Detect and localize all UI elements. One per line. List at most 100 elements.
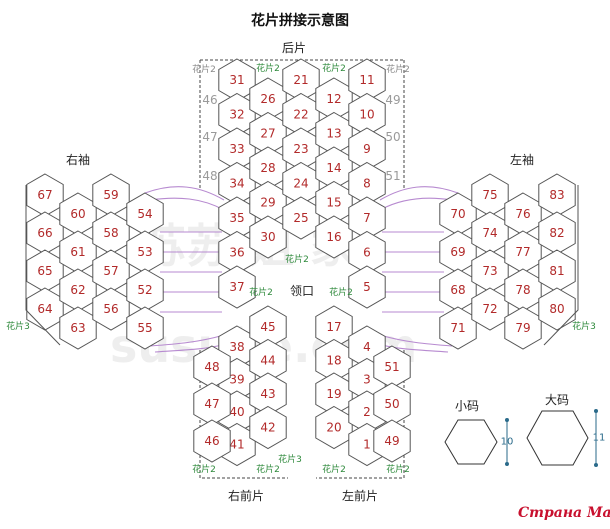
hex-number-rsleeve-55: 55 [137, 321, 152, 335]
hex-number-lfront-side-49: 49 [384, 434, 399, 448]
small-dim-value: 10 [501, 437, 514, 448]
hex-number-back-37: 37 [229, 280, 244, 294]
hex-number-rfront-39: 39 [229, 373, 244, 387]
hex-number-rsleeve-66: 66 [37, 226, 52, 240]
hex-number-lfront-side-51: 51 [384, 360, 399, 374]
large-size-label: 大码 [545, 393, 569, 407]
hex-number-back-23: 23 [293, 142, 308, 156]
hex-number-rfront-44: 44 [260, 354, 275, 368]
hex-number-back-15: 15 [326, 196, 341, 210]
large-dim-dot-top [594, 409, 598, 413]
left-sleeve-outer-edge [543, 185, 579, 346]
seam-r-1 [144, 186, 225, 201]
hex-number-rsleeve-65: 65 [37, 264, 52, 278]
right-front-label: 右前片 [228, 488, 264, 503]
hex-number-rsleeve-59: 59 [103, 188, 118, 202]
hex-number-lfront-3: 3 [363, 373, 371, 387]
hex-number-back-32: 32 [229, 108, 244, 122]
hex-rfront-side-46 [193, 419, 231, 463]
left-front-label: 左前片 [342, 488, 378, 503]
hex-number-lfront-18: 18 [326, 354, 341, 368]
motif-tag-12: 花片3 [6, 320, 30, 332]
hex-number-lsleeve-69: 69 [450, 245, 465, 259]
side-number-51: 51 [385, 169, 400, 183]
hex-number-lsleeve-80: 80 [549, 302, 564, 316]
hex-number-back-25: 25 [293, 211, 308, 225]
side-number-49: 49 [385, 93, 400, 107]
seam-l-2 [379, 197, 453, 211]
diagram-title: 花片拼接示意图 [251, 12, 349, 29]
hex-number-lsleeve-83: 83 [549, 188, 564, 202]
hex-number-lsleeve-78: 78 [515, 283, 530, 297]
hex-number-back-5: 5 [363, 280, 371, 294]
hex-number-lsleeve-82: 82 [549, 226, 564, 240]
hex-number-back-24: 24 [293, 177, 308, 191]
hex-number-rsleeve-52: 52 [137, 283, 152, 297]
motif-tag-7: 花片2 [192, 463, 216, 475]
hex-number-lsleeve-81: 81 [549, 264, 564, 278]
motif-tag-8: 花片2 [256, 463, 280, 475]
hex-number-back-11: 11 [359, 73, 374, 87]
hex-number-rsleeve-57: 57 [103, 264, 118, 278]
hex-back-37 [218, 265, 256, 309]
hex-number-back-9: 9 [363, 142, 371, 156]
hex-number-lsleeve-75: 75 [482, 188, 497, 202]
motif-tag-11: 花片2 [386, 463, 410, 475]
hex-number-lfront-side-50: 50 [384, 397, 399, 411]
hex-number-lsleeve-74: 74 [482, 226, 497, 240]
hexagon-grid: 3132333435363726272829302122232425121314… [25, 58, 579, 467]
hex-number-rfront-side-48: 48 [204, 360, 219, 374]
hex-number-rfront-43: 43 [260, 387, 275, 401]
motif-tag-4: 花片2 [285, 253, 309, 265]
seam-l-3 [379, 334, 453, 347]
hex-number-lsleeve-70: 70 [450, 207, 465, 221]
seam-lines [144, 186, 459, 353]
hex-number-lsleeve-71: 71 [450, 321, 465, 335]
hex-number-rsleeve-60: 60 [70, 207, 85, 221]
small-dim-dot-bottom [505, 462, 509, 466]
hex-number-back-14: 14 [326, 161, 341, 175]
motif-tag-5: 花片2 [249, 286, 273, 298]
hex-rfront-42 [249, 405, 287, 450]
size-legend: 小码 大码 10 11 [444, 393, 606, 467]
hex-number-back-27: 27 [260, 127, 275, 141]
hex-number-rsleeve-67: 67 [37, 188, 52, 202]
hex-number-lsleeve-73: 73 [482, 264, 497, 278]
hex-number-back-31: 31 [229, 73, 244, 87]
hex-number-rfront-40: 40 [229, 405, 244, 419]
hex-number-rfront-42: 42 [260, 421, 275, 435]
back-label: 后片 [282, 41, 306, 55]
hex-number-lfront-2: 2 [363, 405, 371, 419]
hex-number-lfront-20: 20 [326, 421, 341, 435]
large-size-hex [526, 410, 589, 466]
hex-number-back-29: 29 [260, 196, 275, 210]
hex-number-back-13: 13 [326, 127, 341, 141]
hex-rsleeve-55 [126, 306, 164, 350]
hex-number-rsleeve-64: 64 [37, 302, 52, 316]
neckline-label: 领口 [290, 284, 314, 298]
hex-number-back-36: 36 [229, 246, 244, 260]
hex-number-rfront-side-47: 47 [204, 397, 219, 411]
side-number-50: 50 [385, 130, 400, 144]
hex-number-lsleeve-72: 72 [482, 302, 497, 316]
hex-number-lsleeve-76: 76 [515, 207, 530, 221]
large-dim-value: 11 [593, 433, 606, 444]
hex-number-rsleeve-54: 54 [137, 207, 152, 221]
hex-number-back-21: 21 [293, 73, 308, 87]
hex-number-back-33: 33 [229, 142, 244, 156]
hex-lfront-side-49 [373, 419, 411, 463]
large-dim-dot-bottom [594, 463, 598, 467]
hex-number-lsleeve-68: 68 [450, 283, 465, 297]
hex-number-lfront-19: 19 [326, 387, 341, 401]
hex-number-lsleeve-77: 77 [515, 245, 530, 259]
hex-number-lfront-4: 4 [363, 340, 371, 354]
hex-number-back-8: 8 [363, 177, 371, 191]
hex-number-back-12: 12 [326, 92, 341, 106]
hex-number-rsleeve-58: 58 [103, 226, 118, 240]
seam-l-1 [379, 186, 459, 201]
seam-r-3 [149, 334, 225, 347]
hex-number-back-30: 30 [260, 230, 275, 244]
hex-number-back-10: 10 [359, 108, 374, 122]
